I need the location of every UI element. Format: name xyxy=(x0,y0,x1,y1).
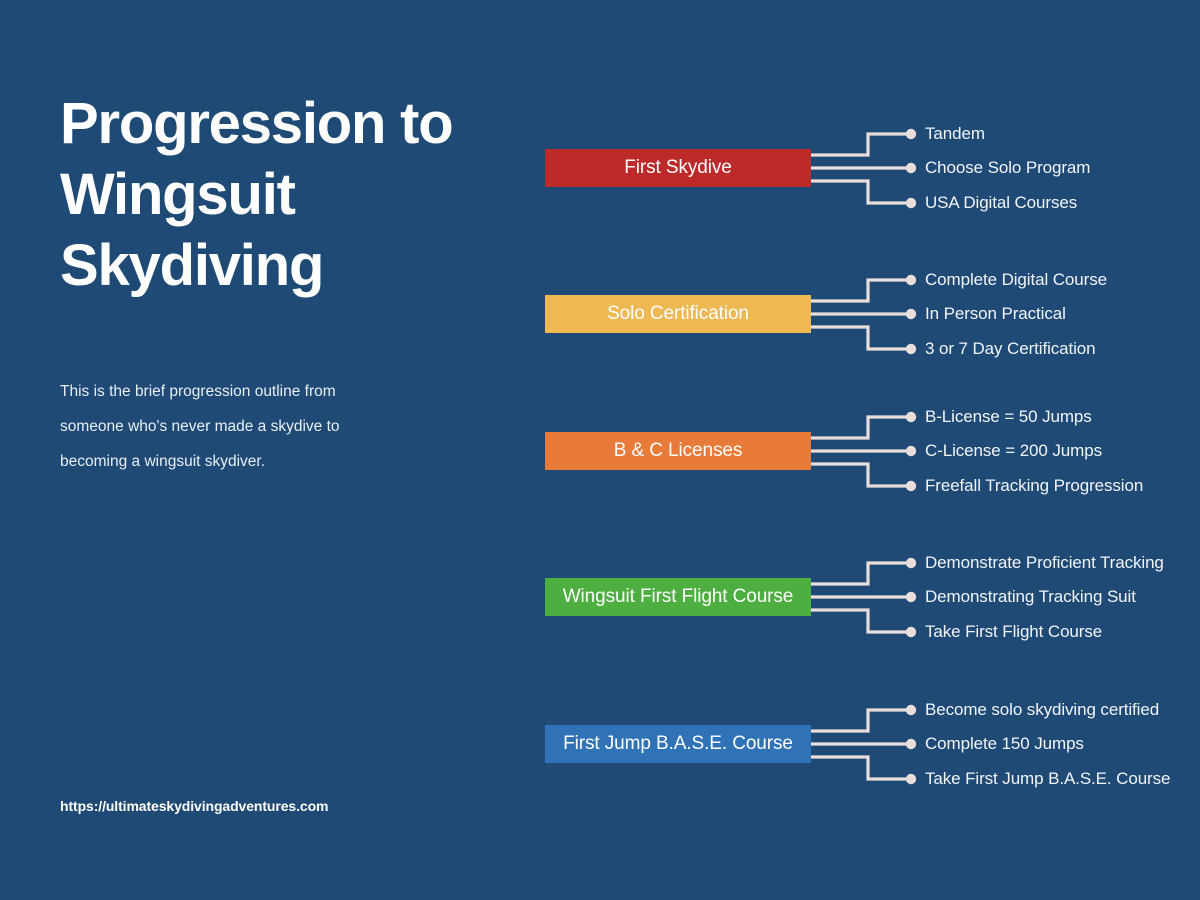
stage-connectors xyxy=(811,684,921,804)
branch-label: B-License = 50 Jumps xyxy=(925,407,1092,426)
branch-label: USA Digital Courses xyxy=(925,193,1078,212)
stage-block-3[interactable]: B & C Licenses xyxy=(545,432,811,470)
stage-block-2[interactable]: Solo Certification xyxy=(545,295,811,333)
stage-connectors xyxy=(811,254,921,374)
branch-label: Take First Flight Course xyxy=(925,622,1103,641)
page-title: Progression to Wingsuit Skydiving xyxy=(60,91,454,298)
branch-label: Tandem xyxy=(925,124,985,143)
stage-block-4[interactable]: Wingsuit First Flight Course xyxy=(545,578,811,616)
branch-label: Demonstrate Proficient Tracking xyxy=(925,553,1164,572)
branch-label: 3 or 7 Day Certification xyxy=(925,339,1096,358)
intro-paragraph: This is the brief progression outline fr… xyxy=(60,383,340,470)
stage-block-1[interactable]: First Skydive xyxy=(545,149,811,187)
stage-row: First Jump B.A.S.E. Course Become solo sk… xyxy=(0,684,1200,804)
stage-row: Solo Certification Complete Digital Cours… xyxy=(0,254,1200,374)
branch-label: Complete Digital Course xyxy=(925,270,1107,289)
stage-row: Wingsuit First Flight Course Demonstrate … xyxy=(0,537,1200,657)
site-url-label: https://ultimateskydivingadventures.com xyxy=(60,798,329,814)
stage-connectors xyxy=(811,108,921,228)
stage-connectors xyxy=(811,537,921,657)
branch-label: Demonstrating Tracking Suit xyxy=(925,587,1136,606)
branch-label: Become solo skydiving certified xyxy=(925,700,1160,719)
left-column: Progression to Wingsuit Skydiving xyxy=(60,88,510,301)
stage-block-5[interactable]: First Jump B.A.S.E. Course xyxy=(545,725,811,763)
branch-label: Freefall Tracking Progression xyxy=(925,476,1144,495)
branch-label: Choose Solo Program xyxy=(925,158,1091,177)
stage-connectors xyxy=(811,391,921,511)
branch-label: C-License = 200 Jumps xyxy=(925,441,1102,460)
branch-label: Complete 150 Jumps xyxy=(925,734,1084,753)
branch-label: In Person Practical xyxy=(925,304,1066,323)
branch-label: Take First Jump B.A.S.E. Course xyxy=(925,769,1171,788)
